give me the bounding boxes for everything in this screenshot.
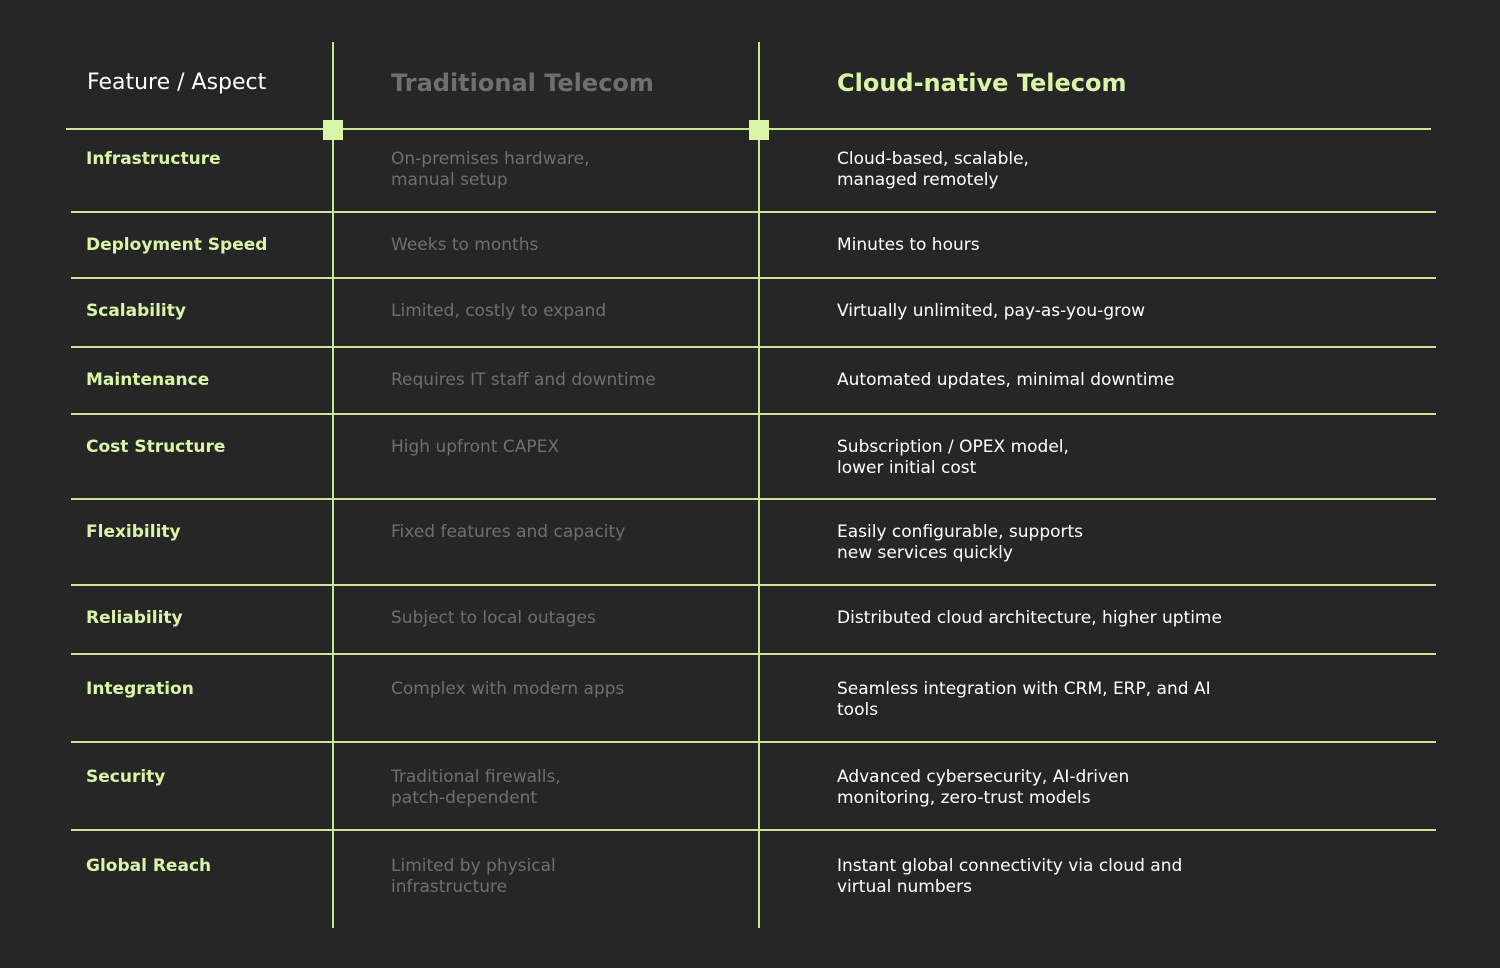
header-divider	[66, 128, 1431, 130]
row-divider	[71, 584, 1436, 586]
row-divider	[71, 498, 1436, 500]
cloud-cell: Automated updates, minimal downtime	[837, 370, 1175, 390]
column-divider-1	[332, 42, 334, 928]
row-divider	[71, 413, 1436, 415]
traditional-cell: High upfront CAPEX	[391, 437, 560, 457]
traditional-cell: On-premises hardware, manual setup	[391, 149, 590, 190]
row-divider	[71, 211, 1436, 213]
header-feature: Feature / Aspect	[87, 70, 267, 95]
traditional-cell: Requires IT staff and downtime	[391, 370, 656, 390]
cloud-cell: Instant global connectivity via cloud an…	[837, 856, 1183, 897]
cloud-cell: Virtually unlimited, pay-as-you-grow	[837, 301, 1146, 321]
traditional-cell: Limited, costly to expand	[391, 301, 607, 321]
feature-cell: Infrastructure	[86, 149, 221, 169]
cloud-cell: Subscription / OPEX model, lower initial…	[837, 437, 1069, 478]
feature-cell: Security	[86, 767, 166, 787]
traditional-cell: Weeks to months	[391, 235, 539, 255]
feature-cell: Cost Structure	[86, 437, 226, 457]
header-cloud: Cloud-native Telecom	[837, 69, 1127, 97]
feature-cell: Deployment Speed	[86, 235, 268, 255]
feature-cell: Integration	[86, 679, 194, 699]
cloud-cell: Distributed cloud architecture, higher u…	[837, 608, 1222, 628]
row-divider	[71, 653, 1436, 655]
feature-cell: Reliability	[86, 608, 183, 628]
cloud-cell: Minutes to hours	[837, 235, 980, 255]
divider-node-1	[323, 120, 343, 140]
feature-cell: Global Reach	[86, 856, 212, 876]
feature-cell: Maintenance	[86, 370, 210, 390]
feature-cell: Scalability	[86, 301, 186, 321]
cloud-cell: Seamless integration with CRM, ERP, and …	[837, 679, 1211, 720]
header-traditional: Traditional Telecom	[391, 69, 654, 97]
row-divider	[71, 741, 1436, 743]
traditional-cell: Traditional firewalls, patch-dependent	[391, 767, 561, 808]
row-divider	[71, 277, 1436, 279]
cloud-cell: Easily configurable, supports new servic…	[837, 522, 1084, 563]
feature-cell: Flexibility	[86, 522, 181, 542]
divider-node-2	[749, 120, 769, 140]
row-divider	[71, 829, 1436, 831]
traditional-cell: Subject to local outages	[391, 608, 596, 628]
cloud-cell: Cloud-based, scalable, managed remotely	[837, 149, 1029, 190]
traditional-cell: Complex with modern apps	[391, 679, 625, 699]
cloud-cell: Advanced cybersecurity, AI-driven monito…	[837, 767, 1130, 808]
row-divider	[71, 346, 1436, 348]
column-divider-2	[758, 42, 760, 928]
traditional-cell: Fixed features and capacity	[391, 522, 626, 542]
traditional-cell: Limited by physical infrastructure	[391, 856, 556, 897]
